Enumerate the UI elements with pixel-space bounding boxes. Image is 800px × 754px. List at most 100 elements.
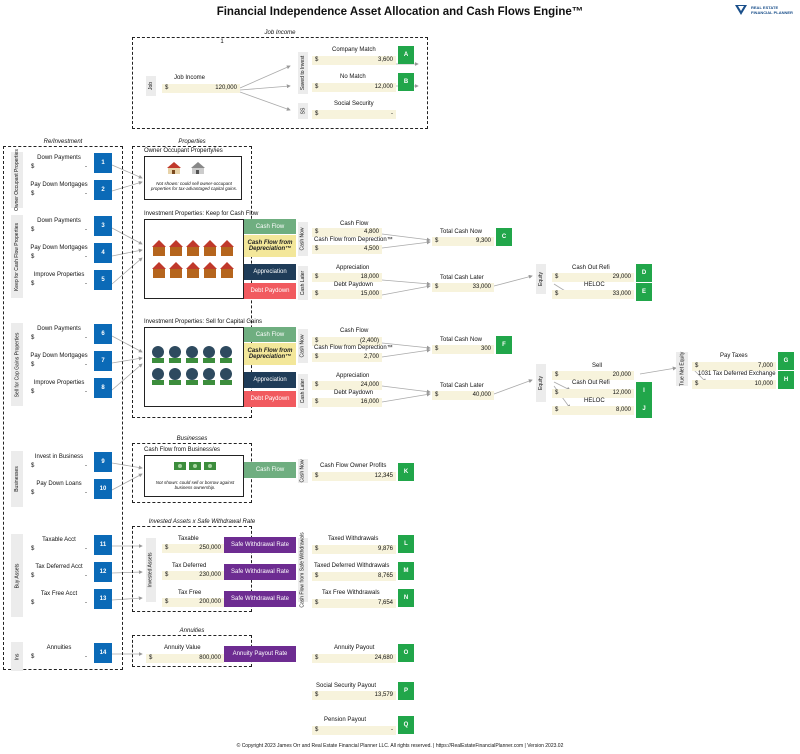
sell-appreciation-tag: Appreciation	[244, 372, 296, 388]
house-body	[153, 269, 165, 278]
reinvest-item-number-badge: 6	[94, 324, 112, 344]
badge-b: B	[398, 73, 414, 91]
job-income-value: $120,000	[162, 84, 240, 93]
business-heading: Businesses	[176, 436, 208, 442]
keep-cash-flow-label: Cash Flow	[340, 221, 369, 227]
keep-total-later-value: $33,000	[432, 283, 494, 292]
business-profits-label: Cash Flow Owner Profits	[320, 463, 387, 469]
true-net-equity-label: True Net Equity	[676, 352, 688, 386]
page-title: Financial Independence Asset Allocation …	[216, 6, 584, 18]
house-roof	[186, 262, 200, 269]
job-income-heading: Job Income	[264, 30, 296, 36]
business-box: Not shown: could sell or borrow against …	[144, 455, 244, 497]
house-roof	[203, 240, 217, 247]
house-body	[187, 247, 199, 256]
logo-house-icon	[735, 5, 747, 15]
badge-a: A	[398, 46, 414, 64]
keep-total-now-label: Total Cash Now	[440, 229, 483, 235]
sell-cash-later-label: Cash Later	[298, 374, 308, 408]
social-security-value: $-	[312, 110, 396, 119]
business-cash-now-label: Cash Now	[298, 459, 308, 483]
reinvest-item-label: Tax Free Acct	[40, 591, 78, 597]
reinvest-item-number-badge: 14	[94, 643, 112, 663]
keep-depreciation-tag: Cash Flow from Depreciation™	[244, 235, 296, 257]
business-cash-flow-tag: Cash Flow	[244, 462, 296, 478]
pension-payout-label: Pension Payout	[324, 717, 367, 723]
keep-heloc-label: HELOC	[584, 282, 605, 288]
cash-stack	[203, 358, 215, 363]
reinvest-item-number-badge: 11	[94, 535, 112, 555]
reinvest-item-label: Annuities	[46, 645, 72, 651]
sell-properties-title: Investment Properties: Sell for Capital …	[144, 319, 263, 325]
reinvest-item-label: Pay Down Loans	[36, 481, 82, 487]
reinvestment-section	[3, 146, 123, 670]
business-note: Not shown: could sell or borrow against …	[155, 480, 235, 490]
owner-homes-icon	[167, 162, 205, 174]
reinvest-item-label: Taxable Acct	[42, 537, 76, 543]
reinvest-item-label: Invest in Business	[34, 454, 84, 460]
reinvest-group-label: Buy Assets	[11, 534, 23, 617]
sell-heloc-value: $8,000	[552, 406, 634, 415]
keep-appreciation-label: Appreciation	[336, 265, 370, 271]
reinvest-item-number-badge: 13	[94, 589, 112, 609]
annuity-payout-label: Annuity Payout	[334, 645, 375, 651]
house-roof	[152, 240, 166, 247]
tax-deferred-swr-tag: Safe Withdrawal Rate	[224, 564, 296, 580]
saved-to-invest-label: Saved to Invest	[298, 52, 308, 94]
business-profits-value: $12,345	[312, 472, 396, 481]
keep-cf-dep-value: $4,500	[312, 245, 382, 254]
reinvest-item-label: Improve Properties	[33, 272, 85, 278]
reinvest-item-number-badge: 4	[94, 243, 112, 263]
badge-l: L	[398, 535, 414, 553]
keep-refi-value: $29,000	[552, 273, 634, 282]
sell-cash-now-label: Cash Now	[298, 329, 308, 363]
cash-stack	[152, 380, 164, 385]
sell-properties-box	[144, 327, 244, 407]
rental-houses-icon	[152, 240, 234, 278]
coin-stack	[220, 346, 232, 358]
keep-debt-value: $15,000	[312, 290, 382, 299]
reinvest-item-number-badge: 5	[94, 270, 112, 290]
taxable-label: Taxable	[178, 536, 199, 542]
house-roof	[220, 240, 234, 247]
cash-stack	[220, 358, 232, 363]
ss-payout-value: $13,579	[312, 691, 396, 700]
house-roof	[169, 240, 183, 247]
annuities-heading: Annuities	[179, 628, 205, 634]
badge-j: J	[636, 400, 652, 418]
sell-equity-label: Equity	[536, 364, 546, 402]
tax-free-withdrawals-label: Tax Free Withdrawals	[322, 590, 380, 596]
no-match-value: $12,000	[312, 83, 396, 92]
coin-stack	[169, 346, 181, 358]
annuity-payout-rate-tag: Annuity Payout Rate	[224, 646, 296, 662]
reinvest-item-number-badge: 10	[94, 479, 112, 499]
reinvest-item-value: $-	[31, 191, 87, 197]
reinvest-group-label: Sell for Cap Gains Properties	[11, 323, 23, 406]
company-match-label: Company Match	[332, 47, 376, 53]
taxable-swr-tag: Safe Withdrawal Rate	[224, 537, 296, 553]
reinvest-group-label: Owner Occupant Properties	[11, 149, 23, 211]
reinvest-group-label: Keep for Cash Flow Properties	[11, 215, 23, 298]
invested-heading: Invested Assets x Safe Withdrawal Rate	[148, 519, 256, 525]
coin-stack	[220, 368, 232, 380]
reinvest-item-label: Improve Properties	[33, 380, 85, 386]
brand-logo: REAL ESTATE FINANCIAL PLANNER	[734, 4, 794, 20]
taxed-withdrawals-value: $9,876	[312, 545, 396, 554]
badge-p: P	[398, 682, 414, 700]
keep-cash-now-label: Cash Now	[298, 222, 308, 256]
reinvest-item-value: $-	[31, 573, 87, 579]
badge-e: E	[636, 283, 652, 301]
keep-total-now-value: $9,300	[432, 237, 494, 246]
keep-equity-label: Equity	[536, 264, 546, 294]
logo-text-line1: REAL ESTATE	[751, 5, 779, 10]
reinvest-item-value: $-	[31, 490, 87, 496]
taxed-withdrawals-label: Taxed Withdrawals	[328, 536, 379, 542]
house-body	[204, 247, 216, 256]
sell-cash-flow-value: $(2,400)	[312, 337, 382, 346]
cash-stack	[203, 380, 215, 385]
footer-copyright: © Copyright 2023 James Orr and Real Esta…	[236, 743, 564, 749]
reinvest-item-value: $-	[31, 335, 87, 341]
reinvest-item-label: Down Payments	[37, 326, 81, 332]
annuity-value-label: Annuity Value	[164, 645, 201, 651]
cash-stack	[186, 380, 198, 385]
